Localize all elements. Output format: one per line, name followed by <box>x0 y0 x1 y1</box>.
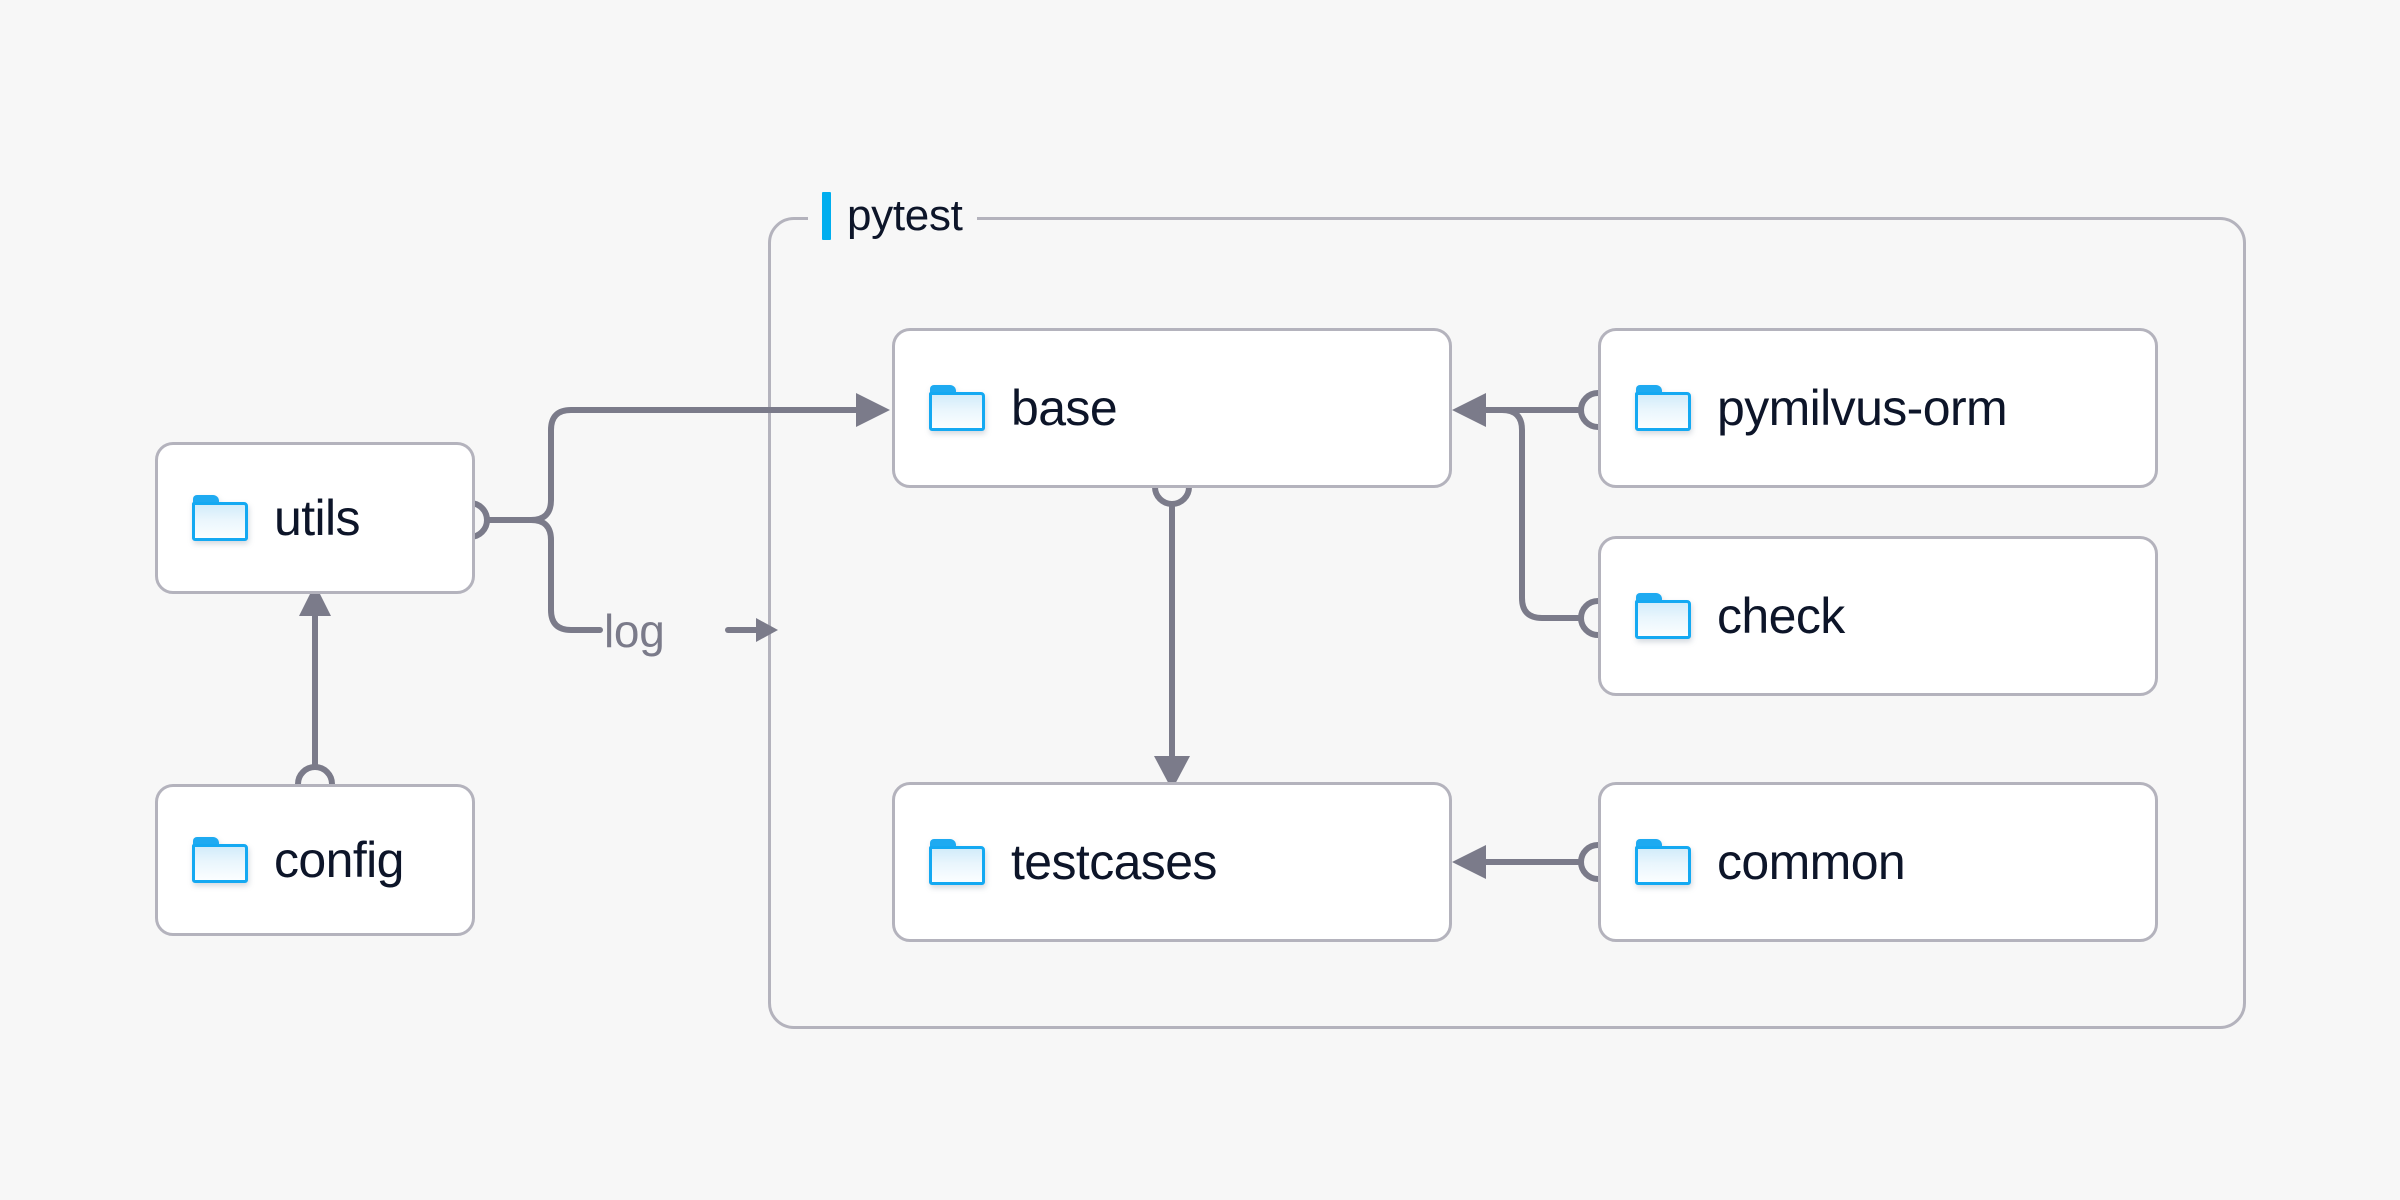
node-common[interactable]: common <box>1598 782 2158 942</box>
node-testcases[interactable]: testcases <box>892 782 1452 942</box>
node-config[interactable]: config <box>155 784 475 936</box>
folder-icon <box>929 839 985 885</box>
edge-label-log: log <box>604 605 665 657</box>
node-label-testcases: testcases <box>1011 834 1217 890</box>
folder-icon <box>1635 385 1691 431</box>
node-label-utils: utils <box>274 490 361 546</box>
node-check[interactable]: check <box>1598 536 2158 696</box>
edge-utils-to-log <box>528 517 603 633</box>
group-label-pytest: pytest <box>808 188 977 244</box>
node-base[interactable]: base <box>892 328 1452 488</box>
folder-icon <box>192 495 248 541</box>
folder-icon <box>192 837 248 883</box>
accent-bar-icon <box>822 192 831 240</box>
folder-icon <box>1635 593 1691 639</box>
node-label-config: config <box>274 832 404 888</box>
folder-icon <box>1635 839 1691 885</box>
node-label-common: common <box>1717 834 1906 890</box>
node-pymilvus-orm[interactable]: pymilvus-orm <box>1598 328 2158 488</box>
node-label-check: check <box>1717 588 1845 644</box>
folder-icon <box>929 385 985 431</box>
node-label-pymilvus-orm: pymilvus-orm <box>1717 380 2008 436</box>
node-utils[interactable]: utils <box>155 442 475 594</box>
node-label-base: base <box>1011 380 1118 436</box>
group-title-text: pytest <box>847 191 963 240</box>
